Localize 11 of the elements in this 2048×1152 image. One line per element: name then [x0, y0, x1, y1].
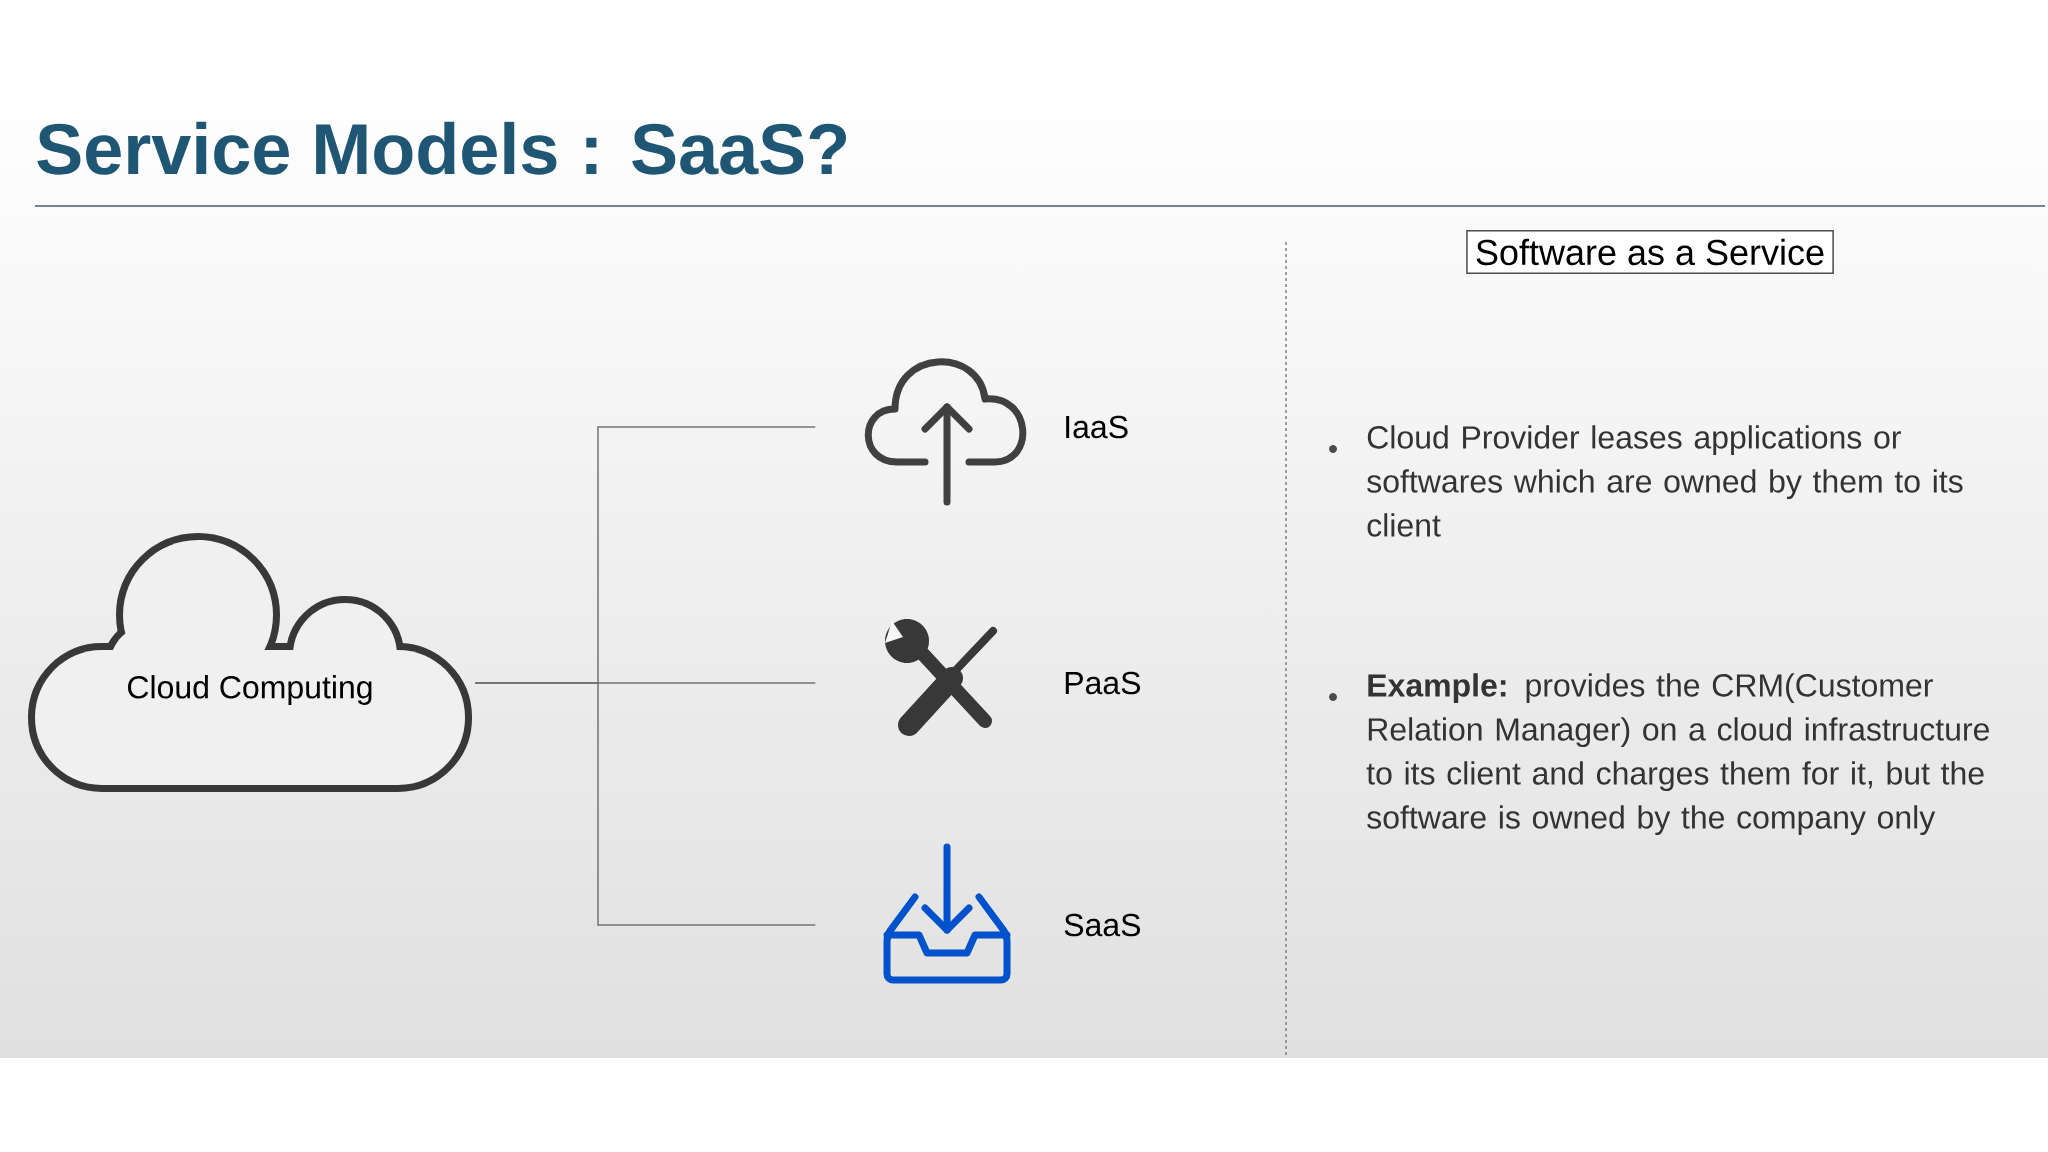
tools-icon — [885, 619, 997, 736]
icon-label: IaaS — [1066, 415, 1128, 439]
icon-label: SaaS — [1064, 913, 1140, 937]
cloud-upload-icon — [864, 358, 1027, 506]
bullet-text: Cloud Provider leases applications or softwares which are owned by them to its client — [1367, 425, 1963, 537]
title: Service Models : SaaS? — [37, 121, 846, 175]
inbox-download-icon — [883, 843, 1011, 984]
bullet-text: Example: provides the CRM(Customer Relation Manager) on a cloud infrastructure to its client and charges them for it, but the software is owned by the company only — [1366, 673, 1989, 836]
connector-line — [474, 682, 817, 926]
icon-label: PaaS — [1065, 671, 1140, 695]
title-box: Software as a Service — [1466, 230, 1834, 274]
